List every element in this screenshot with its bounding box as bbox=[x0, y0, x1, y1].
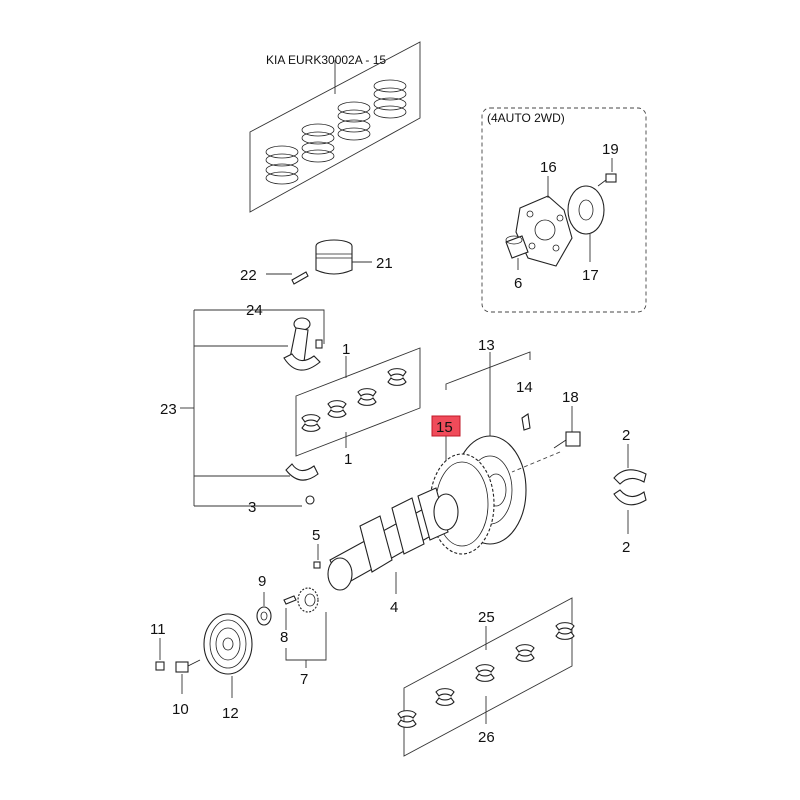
callout-3[interactable]: 3 bbox=[248, 499, 256, 516]
callout-5[interactable]: 5 bbox=[312, 527, 320, 544]
crankshaft-key[interactable] bbox=[313, 561, 321, 569]
callout-13[interactable]: 13 bbox=[478, 337, 495, 354]
thrust-washer[interactable] bbox=[613, 469, 647, 506]
callout-22[interactable]: 22 bbox=[240, 267, 257, 284]
callout-24[interactable]: 24 bbox=[246, 302, 263, 319]
callout-9[interactable]: 9 bbox=[258, 573, 266, 590]
diagram-title: KIA EURK30002A - 15 bbox=[266, 53, 386, 67]
crankshaft-pulley[interactable] bbox=[203, 613, 253, 675]
flywheel-dowel-pin[interactable] bbox=[521, 413, 531, 431]
callout-21[interactable]: 21 bbox=[376, 255, 393, 272]
callout-6[interactable]: 6 bbox=[514, 275, 522, 292]
callout-4[interactable]: 4 bbox=[390, 599, 398, 616]
woodruff-key[interactable] bbox=[283, 595, 297, 605]
callout-2-top[interactable]: 2 bbox=[622, 427, 630, 444]
variant-box-4auto-2wd: (4AUTO 2WD) bbox=[481, 107, 647, 313]
callout-23[interactable]: 23 bbox=[160, 401, 177, 418]
crankshaft[interactable] bbox=[327, 487, 459, 591]
main-bearing-set[interactable] bbox=[295, 347, 421, 457]
variant-box-label: (4AUTO 2WD) bbox=[487, 111, 565, 125]
callout-8[interactable]: 8 bbox=[280, 629, 288, 646]
callout-19[interactable]: 19 bbox=[602, 141, 619, 158]
front-oil-seal-spacer[interactable] bbox=[256, 606, 272, 626]
callout-14[interactable]: 14 bbox=[516, 379, 533, 396]
connecting-rod-cap[interactable] bbox=[285, 463, 319, 481]
callout-1-top[interactable]: 1 bbox=[342, 341, 350, 358]
pilot-bushing[interactable] bbox=[505, 235, 529, 259]
callout-15: 15 bbox=[436, 419, 453, 436]
pulley-washer-bolt[interactable] bbox=[155, 661, 165, 671]
callout-16[interactable]: 16 bbox=[540, 159, 557, 176]
piston[interactable] bbox=[315, 239, 353, 275]
main-bearing-set-lower[interactable] bbox=[397, 597, 575, 757]
callout-1-bottom[interactable]: 1 bbox=[344, 451, 352, 468]
callout-7[interactable]: 7 bbox=[300, 671, 308, 688]
connecting-rod-nut[interactable] bbox=[305, 495, 315, 505]
flywheel-bolt[interactable] bbox=[553, 431, 581, 449]
crank-sprocket[interactable] bbox=[297, 587, 319, 613]
pulley-bolt[interactable] bbox=[175, 659, 201, 673]
callout-12[interactable]: 12 bbox=[222, 705, 239, 722]
callout-18[interactable]: 18 bbox=[562, 389, 579, 406]
callout-25[interactable]: 25 bbox=[478, 609, 495, 626]
drive-plate-bolt[interactable] bbox=[597, 173, 617, 187]
callout-15-highlight[interactable]: 15 bbox=[431, 415, 461, 437]
drive-plate[interactable] bbox=[567, 185, 605, 235]
callout-17[interactable]: 17 bbox=[582, 267, 599, 284]
callout-26[interactable]: 26 bbox=[478, 729, 495, 746]
connecting-rod[interactable] bbox=[283, 317, 323, 371]
piston-pin[interactable] bbox=[291, 271, 309, 285]
piston-ring-set[interactable] bbox=[249, 41, 421, 213]
drive-plate-adapter[interactable] bbox=[515, 195, 573, 267]
callout-2-bottom[interactable]: 2 bbox=[622, 539, 630, 556]
callout-10[interactable]: 10 bbox=[172, 701, 189, 718]
callout-11[interactable]: 11 bbox=[150, 621, 166, 638]
